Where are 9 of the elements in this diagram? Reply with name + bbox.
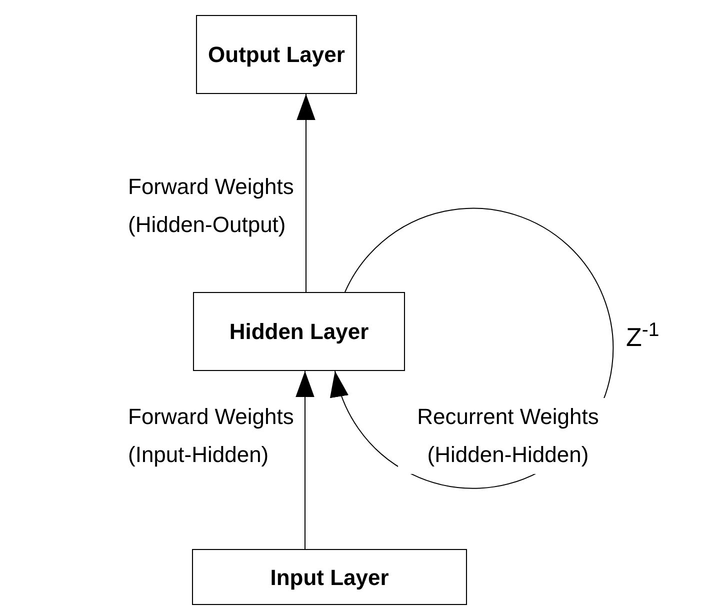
arrow xyxy=(296,94,316,292)
layer-box xyxy=(196,15,357,94)
layer-box xyxy=(192,549,467,605)
arrow xyxy=(296,370,314,550)
layer-label: Input Layer xyxy=(270,564,389,592)
layer-label: Hidden Layer xyxy=(229,318,369,346)
layer-label: Output Layer xyxy=(208,41,345,69)
layer-box xyxy=(193,292,405,371)
delay-label: Z$^{-1}$ xyxy=(626,318,660,354)
